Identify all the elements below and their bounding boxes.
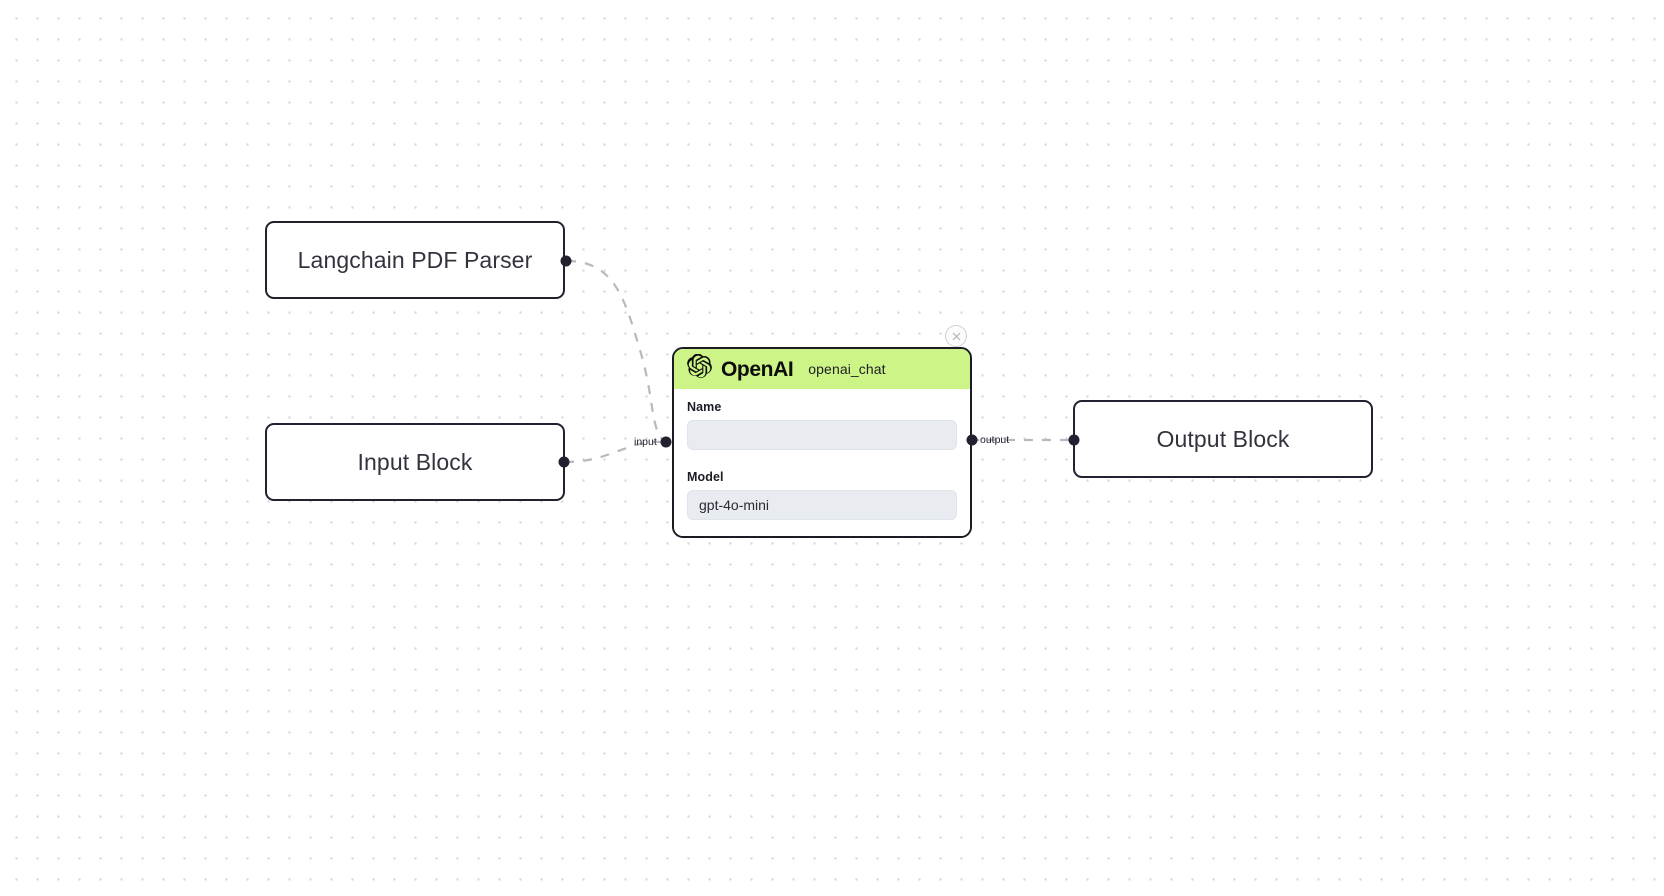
handle-openai-input[interactable]	[660, 436, 672, 448]
handle-pdf-output[interactable]	[560, 255, 572, 267]
field-spacer	[687, 450, 957, 470]
handle-label-input: input	[634, 436, 657, 448]
block-input[interactable]: Input Block	[265, 423, 565, 501]
block-output[interactable]: Output Block	[1073, 400, 1373, 478]
field-label-model: Model	[687, 470, 724, 484]
name-input[interactable]	[687, 420, 957, 450]
handle-output-input[interactable]	[1068, 434, 1080, 446]
block-label: Input Block	[357, 448, 473, 475]
handle-label-output: output	[980, 434, 1010, 446]
block-label: Langchain PDF Parser	[297, 246, 533, 273]
handle-openai-output[interactable]	[966, 434, 978, 446]
block-label: Output Block	[1156, 425, 1290, 452]
node-subtitle-label: openai_chat	[808, 361, 886, 377]
model-input[interactable]: gpt-4o-mini	[687, 490, 957, 520]
block-langchain-pdf-parser[interactable]: Langchain PDF Parser	[265, 221, 565, 299]
node-brand-label: OpenAI	[721, 357, 794, 381]
node-openai-chat[interactable]: OpenAI openai_chat Name Model gpt-4o-min…	[672, 347, 972, 538]
openai-logo-icon	[687, 353, 712, 384]
close-icon[interactable]	[945, 325, 967, 347]
node-header: OpenAI openai_chat	[674, 349, 970, 389]
edge-pdf-to-openai	[566, 259, 666, 443]
handle-input-output[interactable]	[558, 456, 570, 468]
field-label-name: Name	[687, 400, 722, 414]
node-body: Name Model gpt-4o-mini	[674, 389, 970, 536]
